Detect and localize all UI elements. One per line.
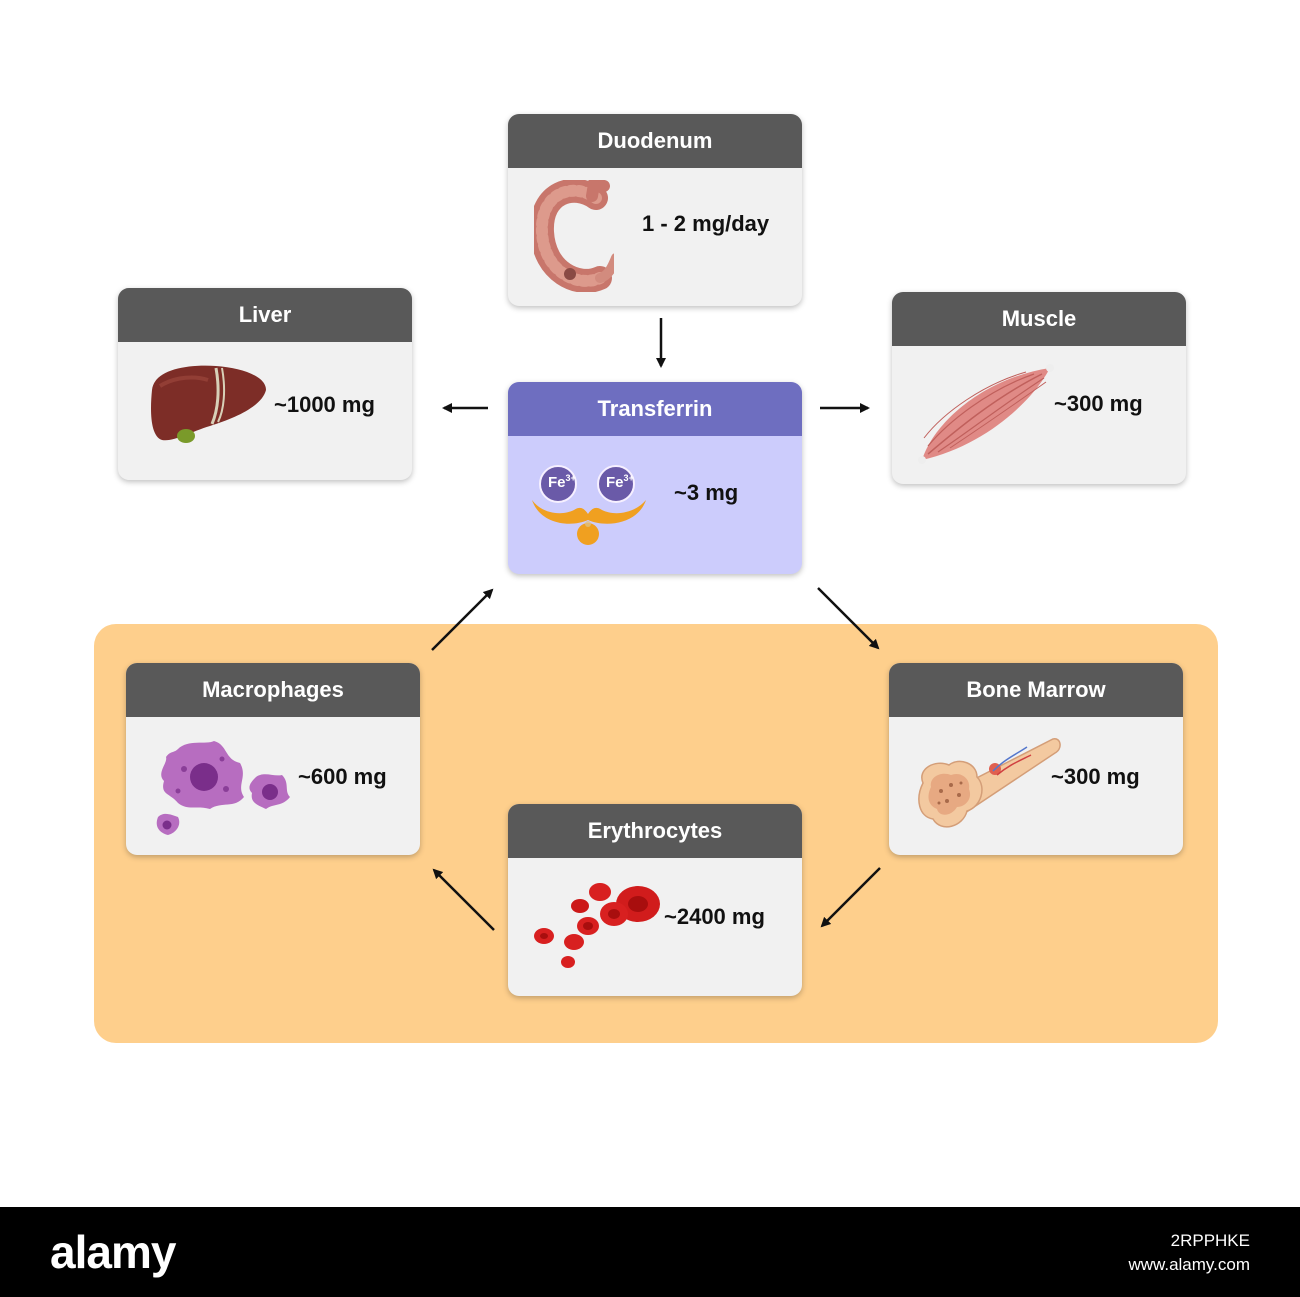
macrophage-cells-icon [156, 741, 290, 835]
alamy-logo: alamy [50, 1226, 176, 1278]
macrophages-card: Macrophages ~600 mg [126, 663, 420, 855]
muscle-value: ~300 mg [1054, 391, 1143, 416]
transferrin-iron-icon [532, 465, 646, 545]
image-id-block: 2RPPHKE www.alamy.com [1128, 1229, 1250, 1277]
image-id: 2RPPHKE [1170, 1231, 1250, 1250]
transferrin-title: Transferrin [508, 382, 802, 436]
erythrocytes-title: Erythrocytes [508, 804, 802, 858]
liver-card: Liver ~1000 mg [118, 288, 412, 480]
muscle-icon [918, 364, 1054, 464]
bone-marrow-icon [918, 738, 1061, 828]
arrow-macrophages-to-transferrin [431, 588, 494, 651]
muscle-title: Muscle [892, 292, 1186, 346]
arrow-bone-marrow-to-erythrocytes [820, 867, 881, 928]
site-url: www.alamy.com [1128, 1255, 1250, 1274]
erythrocytes-card: Erythrocytes ~2400 mg [508, 804, 802, 996]
stock-footer: alamy 2RPPHKE www.alamy.com [0, 1207, 1300, 1297]
muscle-card: Muscle ~300 mg [892, 292, 1186, 484]
duodenum-icon [534, 180, 614, 292]
macrophages-title: Macrophages [126, 663, 420, 717]
flow-arrows [431, 318, 881, 931]
bone-marrow-value: ~300 mg [1051, 764, 1140, 789]
liver-icon [151, 365, 266, 443]
iron-ion-label-1: Fe3+ [548, 473, 576, 491]
arrow-transferrin-to-bone-marrow [817, 587, 880, 650]
erythrocytes-value: ~2400 mg [664, 904, 765, 929]
arrow-erythrocytes-to-macrophages [432, 868, 495, 931]
transferrin-value: ~3 mg [674, 480, 739, 505]
iron-ion-label-2: Fe3+ [606, 473, 634, 491]
transferrin-card: Transferrin Fe3+ Fe3+ ~3 mg [508, 382, 802, 574]
liver-title: Liver [118, 288, 412, 342]
red-blood-cells-icon [534, 883, 660, 968]
duodenum-card: Duodenum 1 - 2 mg/day [508, 114, 802, 306]
duodenum-value: 1 - 2 mg/day [642, 211, 770, 236]
macrophages-value: ~600 mg [298, 764, 387, 789]
liver-value: ~1000 mg [274, 392, 375, 417]
duodenum-title: Duodenum [508, 114, 802, 168]
bone-marrow-title: Bone Marrow [889, 663, 1183, 717]
bone-marrow-card: Bone Marrow ~300 mg [889, 663, 1183, 855]
diagram-canvas: Duodenum 1 - 2 mg/day Liver ~1000 mg [94, 114, 1218, 1043]
